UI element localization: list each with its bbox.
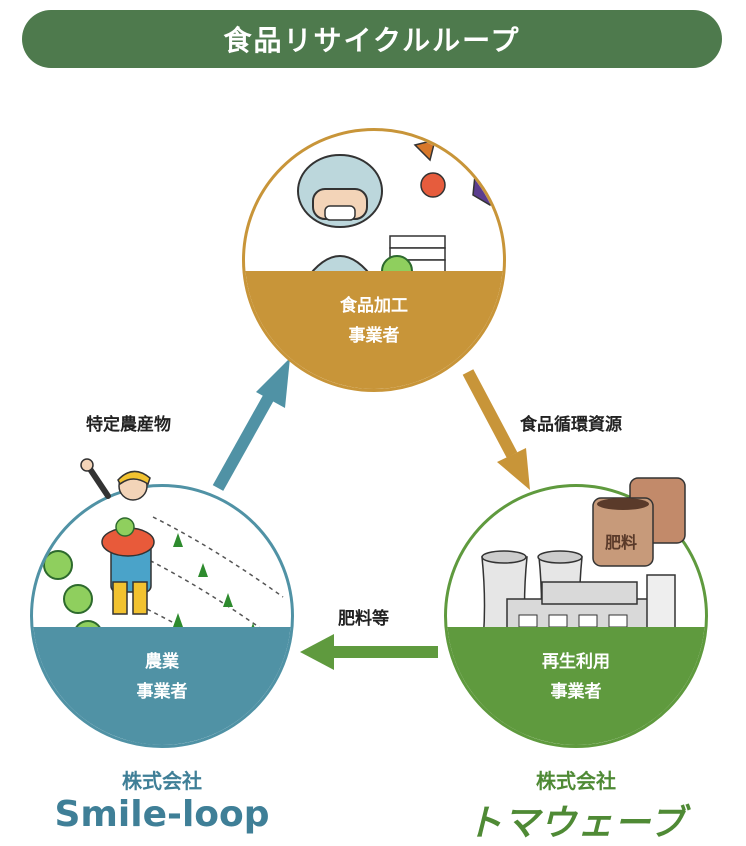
title-banner: 食品リサイクルループ	[22, 10, 722, 68]
farmer-head-icon	[80, 458, 151, 501]
company-right: 株式会社 トマウェーブ	[444, 765, 708, 846]
node-food-processor: 食品加工 事業者	[242, 128, 506, 392]
diagram-title: 食品リサイクルループ	[223, 24, 521, 57]
company-left-prefix: 株式会社	[122, 769, 202, 793]
recycler-label-line2: 事業者	[550, 682, 602, 702]
node-farmer: 農業 事業者	[30, 484, 294, 748]
farmer-label-line2: 事業者	[136, 682, 188, 702]
farmer-label-line1: 農業	[145, 652, 179, 672]
company-right-name: トマウェーブ	[466, 803, 686, 844]
fertilizer-bag-icon: 肥料	[592, 477, 686, 567]
flow-label-food-recycling-resources: 食品循環資源	[520, 415, 622, 435]
fertilizer-bag-text: 肥料	[605, 533, 637, 552]
arrow-recycler-to-farmer	[300, 634, 438, 670]
recycler-band: 再生利用 事業者	[447, 627, 705, 745]
processor-label-line2: 事業者	[348, 326, 400, 346]
company-left: 株式会社 Smile-loop	[30, 765, 294, 835]
flow-label-specific-crops: 特定農産物	[86, 415, 171, 435]
processor-label-line1: 食品加工	[340, 296, 408, 316]
processor-band: 食品加工 事業者	[245, 271, 503, 389]
company-right-prefix: 株式会社	[536, 769, 616, 793]
vegetable-scraps-icon	[413, 131, 502, 207]
company-left-name: Smile-loop	[54, 794, 270, 835]
farmer-band: 農業 事業者	[33, 627, 291, 745]
node-recycler: 再生利用 事業者	[444, 484, 708, 748]
recycler-label-line1: 再生利用	[542, 652, 610, 672]
flow-label-fertilizer: 肥料等	[338, 609, 389, 629]
